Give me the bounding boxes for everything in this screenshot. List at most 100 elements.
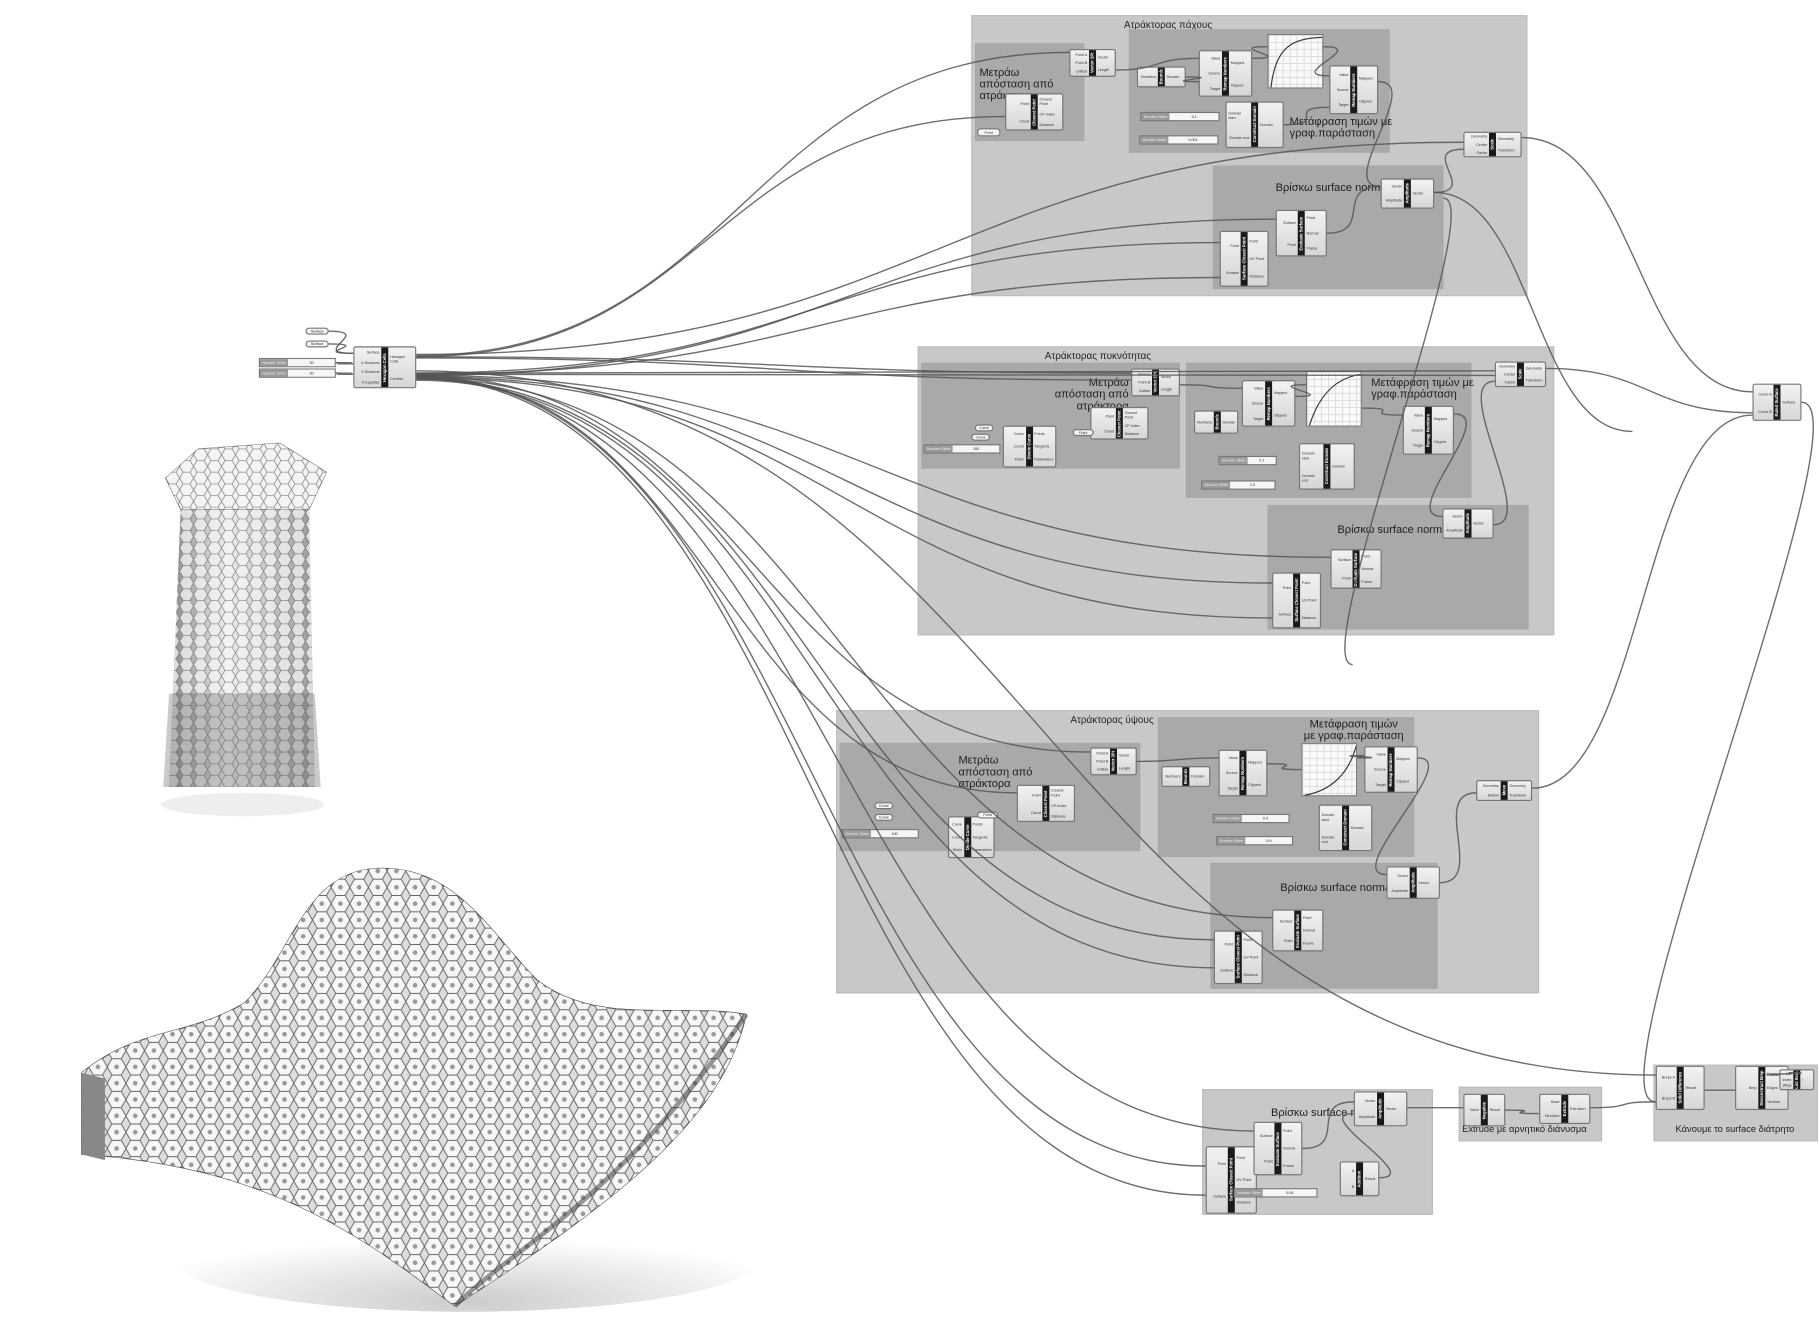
output-port[interactable]: Domain [1222,419,1236,425]
output-port[interactable]: Frame [1283,1163,1294,1168]
slider-value[interactable]: 0.1 [1169,113,1219,121]
output-port[interactable]: Distance [1301,616,1317,621]
input-port[interactable]: Numbers [1196,419,1212,425]
input-port[interactable]: Surface [1220,967,1234,973]
output-port[interactable]: Point [1301,580,1311,585]
slider-value[interactable]: 1.0 [1230,481,1275,489]
input-port[interactable]: Source [1336,87,1349,93]
slider-value[interactable]: 100 [953,445,1000,453]
output-port[interactable]: Clipped [1248,781,1261,787]
slider-value[interactable]: 0.1 [1248,457,1276,465]
input-port[interactable]: Value [1469,1107,1480,1113]
slider-value[interactable]: 20 [288,359,335,367]
input-port[interactable]: Target [1253,415,1264,421]
slider-value[interactable]: 20 [288,369,335,377]
input-port[interactable]: Unitize [1075,69,1088,74]
output-port[interactable]: Distance [1236,1199,1252,1205]
output-port[interactable]: Normal [1283,1146,1296,1151]
input-port[interactable]: Value [1376,752,1386,758]
output-port[interactable]: Transform [1525,377,1543,383]
output-port[interactable]: Vector [1473,521,1484,526]
input-port[interactable]: Point [1342,576,1351,581]
output-port[interactable]: Vertices [1767,1099,1781,1105]
output-port[interactable]: Point [1361,554,1370,559]
output-port[interactable]: Geometry [1497,136,1515,142]
output-port[interactable]: Length [1097,67,1110,72]
output-port[interactable]: Mapped [1396,756,1410,761]
output-port[interactable]: Domain [1332,464,1345,469]
input-port[interactable]: Motion [1487,792,1499,798]
input-port[interactable]: Amplitude [1446,528,1463,533]
input-port[interactable]: Amplitude [1385,198,1403,203]
input-port[interactable]: Surface [366,350,380,355]
input-port[interactable]: Domain start [1321,812,1335,822]
input-port[interactable]: Point B [1138,380,1151,385]
output-port[interactable]: Vector [1118,752,1130,758]
input-port[interactable]: V Divisions [361,369,380,375]
input-port[interactable]: Cloud [1104,428,1115,434]
input-port[interactable]: Factor [1476,149,1488,155]
input-port[interactable]: Numbers [1165,774,1181,779]
input-port[interactable]: Surface [1226,269,1239,275]
output-port[interactable]: Result [1685,1085,1697,1091]
input-port[interactable]: Point A [1096,750,1109,756]
output-port[interactable]: Distance [1124,431,1140,437]
output-port[interactable]: Points [1034,431,1045,436]
output-port[interactable]: Result [1489,1107,1501,1113]
output-port[interactable]: Distance [1243,972,1259,977]
input-port[interactable]: Surface [1259,1133,1273,1139]
input-port[interactable]: Target [1209,85,1221,91]
input-port[interactable]: Point [1217,1161,1227,1166]
output-port[interactable]: Closest Point [1039,97,1052,107]
input-port[interactable]: List [1785,1071,1792,1076]
input-port[interactable]: Target [1227,785,1238,791]
input-port[interactable]: Vector [1364,1098,1376,1104]
input-port[interactable]: Unitize [1096,767,1109,773]
output-port[interactable]: CP Index [1039,111,1055,117]
output-port[interactable]: Mapped [1433,416,1448,421]
input-port[interactable]: Domain start [1301,450,1315,460]
input-port[interactable]: Source [1225,770,1238,776]
output-port[interactable]: Clipped [1396,778,1409,783]
input-port[interactable]: Surface [1279,918,1293,923]
output-port[interactable]: Faces [1767,1071,1778,1077]
input-port[interactable]: Value [1413,412,1424,418]
input-port[interactable]: Target [1412,443,1424,449]
input-port[interactable]: V Equalize [361,379,380,385]
input-port[interactable]: Wrap [1782,1083,1792,1089]
output-port[interactable]: UV Point [1301,598,1317,603]
output-port[interactable]: Point [1236,1155,1246,1161]
slider-value[interactable]: 0.04 [1263,1189,1317,1197]
input-port[interactable]: Geometry [1498,364,1516,369]
input-port[interactable]: U Divisions [360,360,380,365]
output-port[interactable]: Tangents [972,834,988,840]
output-port[interactable]: Closest Point [1124,410,1138,420]
input-port[interactable]: Source [1251,401,1264,406]
input-port[interactable]: Surface [1337,557,1351,563]
output-port[interactable]: Vector [1160,373,1172,379]
output-port[interactable]: Surface [1782,399,1796,405]
graph-mapper[interactable] [1267,33,1324,89]
input-port[interactable]: Domain end [1229,134,1250,140]
param-curve[interactable]: Curve [974,424,994,432]
